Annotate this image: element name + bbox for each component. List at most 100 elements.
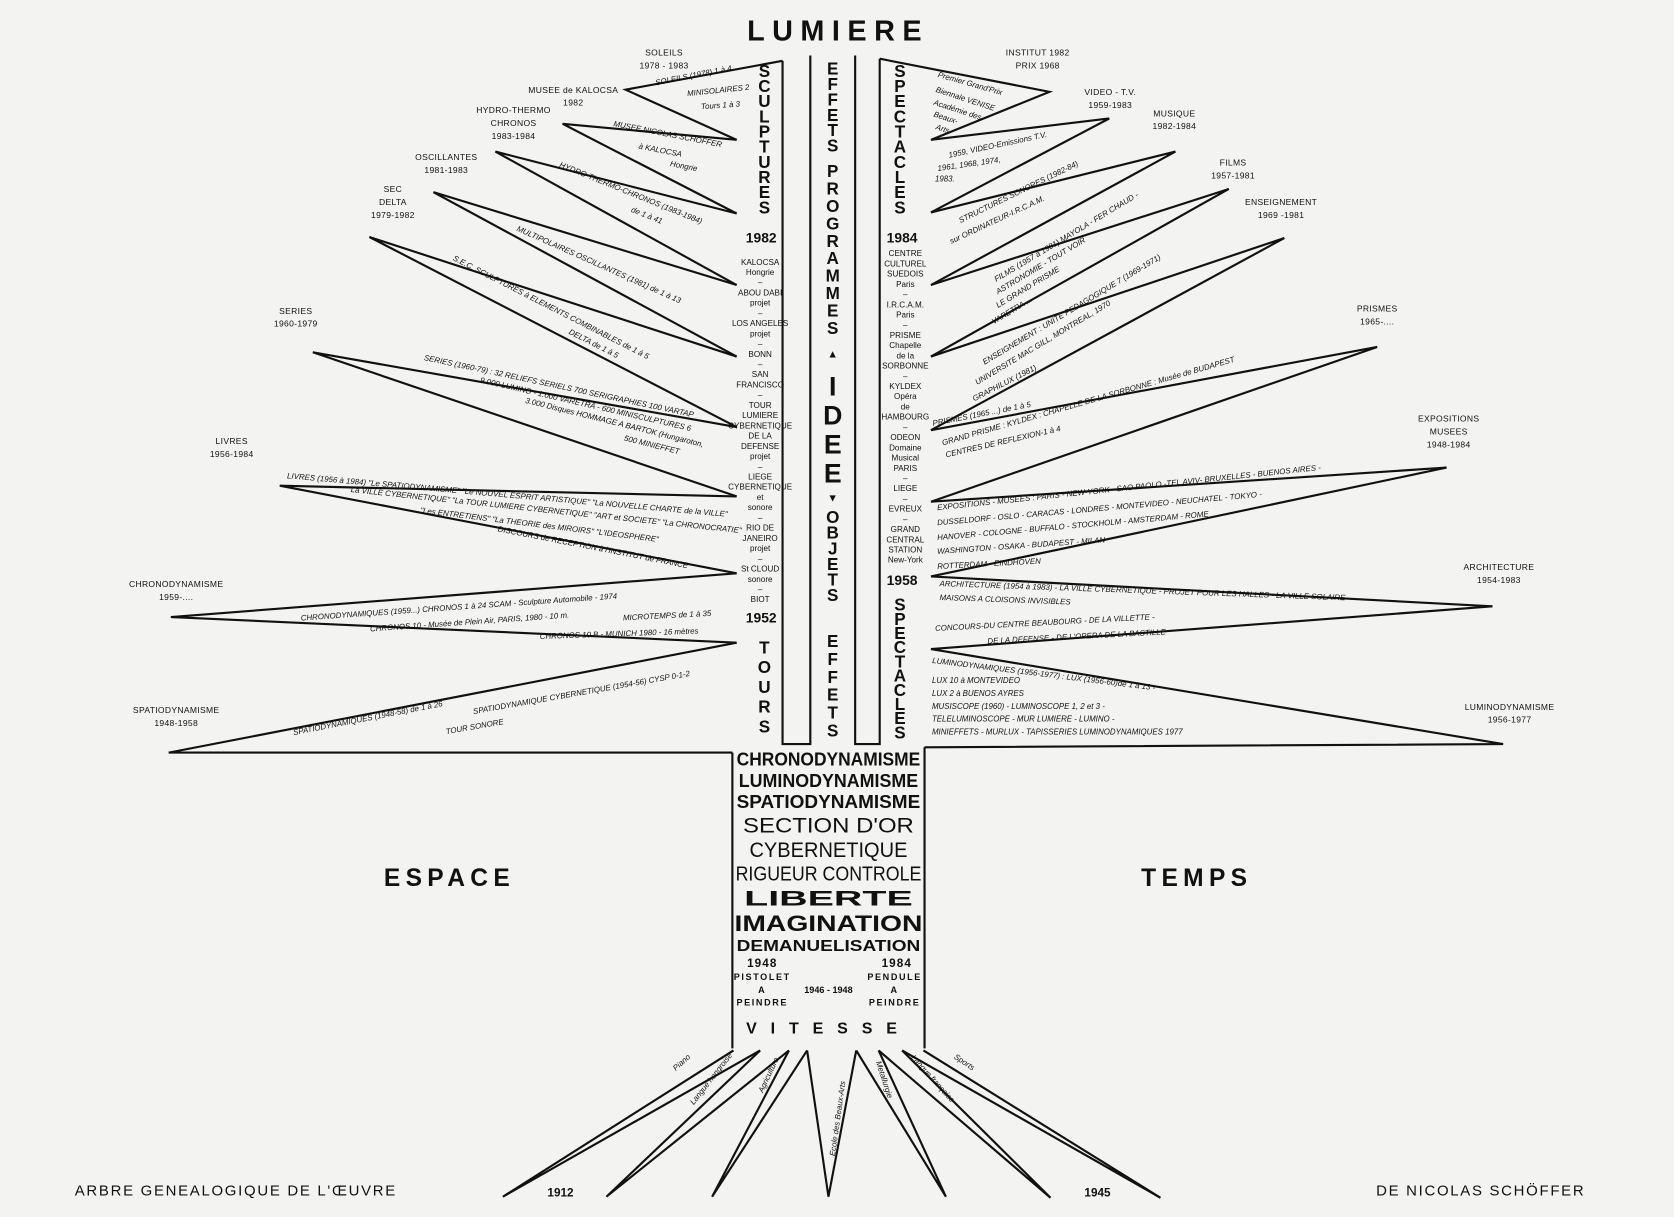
- branch-livres: [279, 484, 737, 575]
- label-hydro-thermo-chronos: 1983-1984: [492, 131, 536, 141]
- right-column-place: CULTUREL: [884, 259, 927, 268]
- branch-text-soleils: MINISOLAIRES 2: [687, 83, 751, 99]
- label-video-tv: 1959-1983: [1088, 100, 1132, 110]
- branch-luminodynamisme: [924, 648, 1504, 749]
- left-column-place: RIO DE: [746, 524, 775, 533]
- branch-enseignement: [930, 237, 1285, 432]
- label-institut-prix: PRIX 1968: [1016, 60, 1060, 70]
- label-series: 1960-1979: [274, 319, 318, 329]
- trunk-pendule-a-peindre: A: [891, 985, 899, 995]
- branch-chronodynamisme: [170, 572, 737, 644]
- branch-musee-kalocsa: [562, 122, 738, 215]
- left-column-place: –: [758, 309, 763, 318]
- trunk-concept: SPATIODYNAMISME: [737, 792, 921, 812]
- right-column-place: –: [903, 423, 908, 432]
- left-column-year-1982: 1982: [746, 229, 777, 245]
- left-column-year-1952: 1952: [746, 609, 777, 625]
- branch-video-tv: [930, 117, 1110, 214]
- root: [711, 1049, 809, 1198]
- left-column-place: projet: [750, 329, 771, 338]
- trunk-concept: CHRONODYNAMISME: [737, 749, 921, 769]
- branch-architecture: [930, 575, 1493, 651]
- label-oscillantes: OSCILLANTES: [415, 152, 477, 162]
- trunk-concept: CYBERNETIQUE: [749, 838, 907, 862]
- label-musique: MUSIQUE: [1153, 108, 1195, 118]
- label-prismes: PRISMES: [1357, 304, 1398, 314]
- down-arrow-icon: ▼: [827, 493, 838, 505]
- root: [806, 1050, 858, 1197]
- trunk-pendule-a-peindre: PEINDRE: [869, 998, 921, 1008]
- right-column-place: CENTRE: [889, 249, 923, 258]
- left-column-outline: [781, 55, 812, 746]
- branch-text-luminodynamisme: MINIEFFETS - MURLUX - TAPISSERIES LUMINO…: [932, 727, 1183, 736]
- branch-text-musee-kalocsa: à KALOCSA: [638, 142, 683, 159]
- branch-text-luminodynamisme: LUMINODYNAMIQUES (1956-1977) : LUX (1956…: [932, 656, 1156, 692]
- right-column-place: LIEGE: [893, 484, 917, 493]
- left-column-place: LUMIERE: [742, 411, 779, 420]
- right-column-place: Chapelle: [889, 341, 921, 350]
- label-enseignement: ENSEIGNEMENT: [1245, 197, 1318, 207]
- label-spatiodynamisme: 1948-1958: [154, 718, 198, 728]
- trunk-dates: 1946 - 1948: [804, 985, 852, 995]
- branch-text-luminodynamisme: LUX 10 à MONTEVIDEO: [932, 676, 1020, 685]
- footer-title-left: ARBRE GENEALOGIQUE DE L'ŒUVRE: [75, 1183, 397, 1200]
- branch-text-luminodynamisme: MUSISCOPE (1960) - LUMINOSCOPE 1, 2 et 3…: [932, 702, 1105, 711]
- left-column-place: LOS ANGELES: [732, 319, 789, 328]
- left-column-place: et: [757, 493, 765, 502]
- trunk-vitesse: VITESSE: [746, 1020, 911, 1037]
- right-column-place: de: [901, 402, 911, 411]
- root: [877, 1049, 1052, 1199]
- label-temps: TEMPS: [1141, 865, 1252, 892]
- branch-text-soleils: Tours 1 à 3: [701, 99, 741, 111]
- left-column-place: KALOCSA: [741, 258, 780, 267]
- title-lumiere: LUMIERE: [747, 16, 929, 48]
- branch-hydro-thermo-chronos: [494, 150, 738, 286]
- label-livres: LIVRES: [216, 436, 248, 446]
- right-column-place: –: [903, 474, 908, 483]
- left-column-place: BONN: [748, 350, 772, 359]
- right-column-place: Domaine: [889, 443, 922, 452]
- right-column-place: EVREUX: [889, 505, 923, 514]
- left-column-place: sonore: [748, 503, 773, 512]
- label-soleils: 1978 - 1983: [640, 60, 689, 70]
- right-column-place: PRISME: [890, 331, 922, 340]
- branch-text-video-tv: 1961, 1968, 1974,: [937, 155, 1001, 173]
- left-column-place: DE LA: [748, 432, 772, 441]
- left-column-place: –: [758, 278, 763, 287]
- label-hydro-thermo-chronos: CHRONOS: [491, 118, 537, 128]
- right-column-place: New-York: [888, 556, 924, 565]
- branch-oscillantes: [432, 191, 738, 358]
- label-expositions: 1948-1984: [1427, 439, 1471, 449]
- right-column-place: SUEDOIS: [887, 270, 924, 279]
- right-column-place: –: [903, 515, 908, 524]
- left-column-place: FRANCISCO: [736, 380, 784, 389]
- branch-text-architecture: DE LA DEFENSE - DE L'OPERA DE LA BASTILL…: [987, 627, 1167, 645]
- label-expositions: EXPOSITIONS: [1418, 414, 1479, 424]
- right-column-place: –: [903, 494, 908, 503]
- branch-series: [312, 351, 737, 498]
- trunk-concept: DEMANUELISATION: [737, 938, 921, 955]
- right-column-place: PARIS: [893, 464, 917, 473]
- right-column-outline: [854, 55, 881, 746]
- left-column-place: Hongrie: [746, 268, 775, 277]
- right-column-place: –: [903, 372, 908, 381]
- branch-text-expositions: ROTTERDAM - EINDHOVEN: [937, 557, 1041, 571]
- label-sec-delta: DELTA: [379, 197, 407, 207]
- right-column-place: I.R.C.A.M.: [887, 300, 924, 309]
- branch-text-luminodynamisme: TELELUMINOSCOPE - MUR LUMIERE - LUMINO -: [932, 715, 1115, 724]
- label-expositions: MUSEES: [1430, 426, 1468, 436]
- branch-text-films: FILMS (1957 à 1981) MAYOLA - FER CHAUD -: [993, 190, 1141, 284]
- left-column-place: ABOU DABI: [738, 288, 782, 297]
- year-1945: 1945: [1084, 1187, 1111, 1200]
- label-oscillantes: 1981-1983: [424, 165, 468, 175]
- left-column-place: CYBERNETIQUE: [728, 483, 793, 492]
- trunk-year-1984: 1984: [882, 957, 912, 970]
- branch-text-musee-kalocsa: MUSEE NICOLAS SCHÖFFER: [613, 119, 723, 149]
- trunk-year-1948: 1948: [747, 957, 777, 970]
- label-musee-kalocsa: 1982: [563, 98, 583, 108]
- branch-text-spatiodynamisme: TOUR SONORE: [445, 717, 505, 736]
- left-column-place: CYBERNETIQUE: [728, 421, 793, 430]
